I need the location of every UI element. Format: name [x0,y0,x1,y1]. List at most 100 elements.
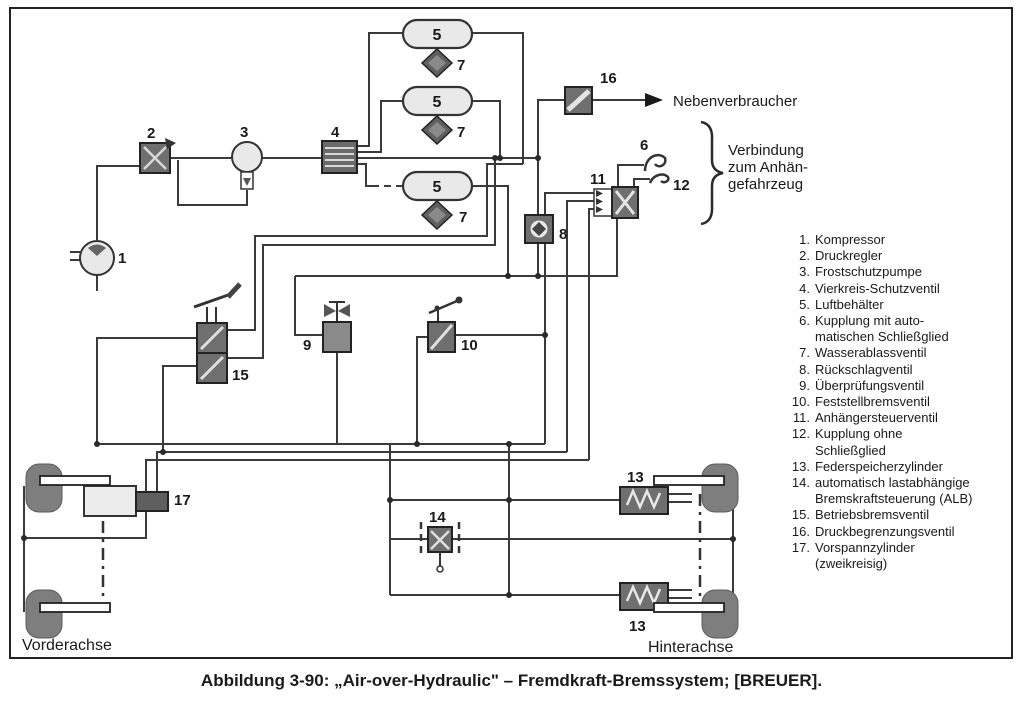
alb-valve-symbol [419,522,461,573]
drain-valve-1 [420,47,454,79]
pressure-limiting-valve-symbol [564,86,593,115]
legend-item: 3. Frostschutzpumpe [786,264,1012,280]
antifreeze-pump-symbol [231,141,263,190]
drain-valve-3 [420,199,454,231]
legend-item-number: 17. [791,539,810,555]
label-13b: 13 [629,618,646,635]
front-axle-label: Vorderachse [22,637,112,654]
label-13a: 13 [627,469,644,486]
legend-item: 2.Druckregler [786,248,1012,264]
service-brake-valve-symbol [193,282,242,384]
wheel-rear-bottom [653,589,739,639]
legend-item-label: Kupplung mit auto- [815,313,925,329]
legend-item-label: matischen Schließglied [815,329,949,345]
air-reservoir-3 [401,170,474,202]
label-7b: 7 [457,124,465,141]
legend-item: 11. Anhängersteuerventil [786,410,1012,426]
legend-item-label: Schließglied [815,442,886,458]
label-10: 10 [461,337,478,354]
legend-item: Schließglied [786,443,1012,459]
legend-item: 9. Überprüfungsventil [786,378,1012,394]
legend-item-number: 3. [799,264,810,280]
legend-item: matischen Schließglied [786,329,1012,345]
legend-item-label: Frostschutzpumpe [815,264,922,280]
legend-item-label: Druckbegrenzungsventil [815,523,955,539]
label-15: 15 [232,367,249,384]
wheel-front-bottom [25,589,111,639]
legend-item: 8. Rückschlagventil [786,362,1012,378]
legend-item-number: 6. [799,313,810,329]
legend-item-label: Druckregler [815,248,883,264]
label-2: 2 [147,125,155,142]
legend-item-number [786,556,810,572]
label-5b: 5 [433,94,442,111]
legend-item-number: 10. [791,394,810,410]
figure-caption: Abbildung 3-90: „Air-over-Hydraulic" – F… [200,671,823,690]
label-9: 9 [303,337,311,354]
trailer-note-line1: Verbindung [728,142,804,159]
legend-item: 13.Federspeicherzylinder [786,459,1012,475]
legend-item-label: Überprüfungsventil [815,377,925,393]
legend-item-number: 15. [791,507,810,523]
label-12: 12 [673,177,690,194]
rear-axle-label: Hinterachse [648,639,733,656]
legend-item-label: automatisch lastabhängige [815,475,970,491]
legend-item-number: 14. [791,475,810,491]
label-14: 14 [429,509,446,526]
test-valve-symbol [322,301,352,353]
label-17: 17 [174,492,191,509]
legend-item: 15.Betriebsbremsventil [786,507,1012,523]
label-7c: 7 [459,209,467,226]
compressor-symbol [79,240,115,276]
pipe-junctions [21,155,736,598]
label-7a: 7 [457,57,465,74]
drain-valve-2 [420,114,454,146]
legend-item-number: 11. [792,410,810,426]
legend-item-label: Luftbehälter [815,296,884,312]
legend-item: 17. Vorspannzylinder [786,540,1012,556]
coupling-without-lock-icon [648,173,670,184]
legend-item-label: Kompressor [815,232,886,247]
label-6: 6 [640,137,648,154]
legend-item-number: 12. [791,426,810,442]
brace [700,120,724,226]
label-8: 8 [559,226,567,243]
legend-item: (zweikreisig) [786,556,1012,572]
legend-item-number: 9. [799,377,810,393]
label-5a: 5 [433,27,442,44]
legend-item: 12. Kupplung ohne [786,426,1012,442]
brake-system-schematic: 1 2 3 4 5 5 5 7 7 7 16 6 11 12 8 9 10 15… [9,7,1013,659]
pressure-regulator-symbol [139,138,176,174]
legend-item-label: Anhängersteuerventil [815,410,938,426]
legend-item-number [786,443,810,459]
trailer-note-line3: gefahrzeug [728,176,803,193]
legend-item: 1.Kompressor [786,232,1012,248]
legend-item-label: Vorspannzylinder [815,539,915,555]
legend-item: 14. automatisch lastabhängige [786,475,1012,491]
label-16: 16 [600,70,617,87]
legend-item-number: 4. [799,280,810,296]
nebenverbraucher-text: Nebenverbraucher [673,93,797,110]
legend-item: Bremskraftsteuerung (ALB) [786,491,1012,507]
legend-item: 16. Druckbegrenzungsventil [786,524,1012,540]
legend-item-label: Kupplung ohne [815,426,903,442]
diagram-border [9,7,1013,659]
legend-item-number: 5. [799,296,810,312]
label-11: 11 [590,171,606,188]
legend-item: 10.Feststellbremsventil [786,394,1012,410]
legend-item-number [786,329,810,345]
arrow-head-icon [645,93,663,107]
trailer-note-line2: zum Anhän- [728,159,808,176]
legend-item-label: Rückschlagventil [815,361,913,377]
booster-cylinder-symbol [83,485,169,517]
legend-item: 6. Kupplung mit auto- [786,313,1012,329]
label-4: 4 [331,124,340,141]
legend-item: 4.Vierkreis-Schutzventil [786,281,1012,297]
pipe-network [23,32,734,612]
air-reservoir-1 [401,18,474,50]
legend-item-number: 13. [791,458,810,474]
spring-brake-cylinder-top [619,486,669,515]
legend-item-number: 8. [799,361,810,377]
legend-item-number: 16. [791,523,810,539]
